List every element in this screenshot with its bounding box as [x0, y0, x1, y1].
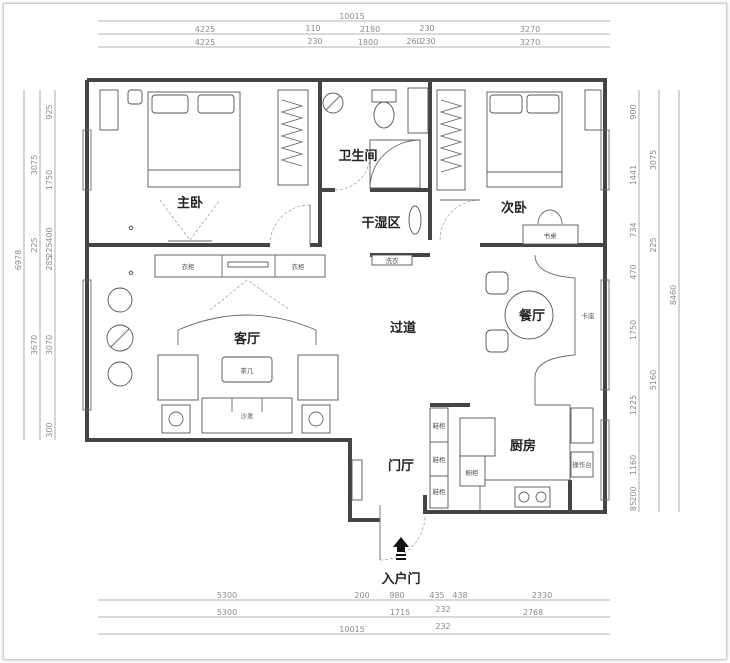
room-second-bedroom: 次卧 — [501, 200, 527, 216]
dim-top: 10015 — [339, 12, 364, 21]
bathroom-fixtures: 洗衣 — [322, 87, 429, 266]
dim-right: 8460 — [669, 285, 678, 305]
second-bedroom-furniture: 书桌 — [436, 89, 602, 245]
dim-left: 285 — [45, 255, 54, 270]
room-living-room: 客厅 — [234, 331, 260, 347]
washer-label: 洗衣 — [386, 256, 400, 265]
top-dimensions: 10015 4225 110 2180 230 3270 4225 230 18… — [98, 12, 610, 48]
room-corridor: 过道 — [390, 320, 416, 336]
dim-left: 6978 — [14, 250, 23, 270]
dim-left: 225 — [45, 242, 54, 257]
dim-bottom: 438 — [452, 591, 467, 600]
dim-left: 3075 — [30, 155, 39, 175]
room-foyer: 门厅 — [388, 458, 414, 474]
dim-bottom: 2330 — [532, 591, 552, 600]
counter-label: 操作台 — [572, 460, 592, 469]
dim-right: 225 — [649, 237, 658, 252]
left-dimensions: 6978 3075 225 3670 925 1750 400 225 285 … — [14, 90, 56, 440]
dim-bottom: 232 — [435, 605, 450, 614]
dim-right: 1441 — [629, 165, 638, 185]
kitchen-furniture: 鞋柜 鞋柜 鞋柜 橱柜 操作台 — [351, 404, 594, 510]
cabinet-label: 衣柜 — [182, 262, 196, 271]
dim-left: 300 — [45, 422, 54, 437]
dim-bottom: 5300 — [217, 591, 237, 600]
dim-top: 1800 — [358, 38, 378, 47]
entrance-label: 入户门 — [381, 571, 420, 587]
dim-top: 2180 — [360, 25, 380, 34]
dim-right: 5160 — [649, 370, 658, 390]
dim-left: 925 — [45, 104, 54, 119]
dim-right: 900 — [629, 104, 638, 119]
right-dimensions: 900 1441 734 470 1750 1225 1160 200 85 3… — [629, 90, 680, 512]
room-labels: 主卧 卫生间 干湿区 次卧 客厅 过道 餐厅 厨房 门厅 入户门 — [177, 148, 545, 587]
dim-left: 400 — [45, 227, 54, 242]
dim-bottom: 435 — [429, 591, 444, 600]
dim-left: 1750 — [45, 170, 54, 190]
dim-top: 3270 — [520, 38, 540, 47]
dim-top: 110 — [305, 24, 320, 33]
dim-top: 4225 — [195, 38, 215, 47]
dim-right: 3075 — [649, 150, 658, 170]
dim-right: 1225 — [629, 395, 638, 415]
desk-label: 书桌 — [544, 231, 558, 240]
shoe-cabinet-label: 鞋柜 — [433, 421, 447, 430]
shoe-cabinet-label: 鞋柜 — [433, 487, 447, 496]
dim-left: 225 — [30, 237, 39, 252]
booth-label: 卡座 — [582, 311, 596, 320]
dim-top: 230 — [419, 24, 434, 33]
sofa-label: 沙发 — [241, 411, 255, 420]
dim-bottom: 200 — [354, 591, 369, 600]
coffee-table-label: 茶几 — [241, 366, 255, 375]
flower-icon: ✿ — [128, 269, 134, 277]
dim-left: 3670 — [30, 335, 39, 355]
room-kitchen: 厨房 — [510, 438, 536, 454]
dim-right: 1160 — [629, 455, 638, 475]
dim-top: 230 — [307, 37, 322, 46]
dim-bottom: 5300 — [217, 608, 237, 617]
dim-left: 3070 — [45, 335, 54, 355]
arrow-up-icon — [393, 537, 409, 560]
cabinet-label: 衣柜 — [292, 262, 306, 271]
room-dry-wet-area: 干湿区 — [361, 216, 400, 231]
doors — [269, 154, 481, 561]
dim-right: 1750 — [629, 320, 638, 340]
dim-right: 470 — [629, 264, 638, 279]
room-master-bedroom: 主卧 — [177, 195, 203, 211]
dim-top: 3270 — [520, 25, 540, 34]
master-bedroom-furniture: ✿ — [99, 89, 309, 242]
dim-bottom: 980 — [389, 591, 404, 600]
bottom-dimensions: 5300 200 980 435 438 2330 5300 1715 232 … — [98, 591, 610, 635]
living-room-furniture: 衣柜 衣柜 ✿ 茶几 沙发 — [106, 254, 339, 434]
dim-top: 230 — [420, 37, 435, 46]
room-dining-room: 餐厅 — [518, 308, 545, 324]
dim-top: 260 — [406, 37, 421, 46]
flower-icon: ✿ — [128, 224, 134, 232]
dim-right: 200 — [629, 486, 638, 501]
dim-top: 4225 — [195, 25, 215, 34]
dim-bottom: 10015 — [339, 625, 364, 634]
dim-bottom: 1715 — [390, 608, 410, 617]
dim-right: 85 — [629, 501, 638, 511]
shoe-cabinet-label: 鞋柜 — [433, 455, 447, 464]
dim-right: 734 — [629, 222, 638, 237]
dim-bottom: 232 — [435, 622, 450, 631]
dim-bottom: 2768 — [523, 608, 543, 617]
room-bathroom: 卫生间 — [338, 148, 377, 164]
cabinet-label: 橱柜 — [466, 468, 480, 477]
windows — [82, 129, 610, 501]
dining-furniture: 卡座 — [485, 254, 596, 405]
